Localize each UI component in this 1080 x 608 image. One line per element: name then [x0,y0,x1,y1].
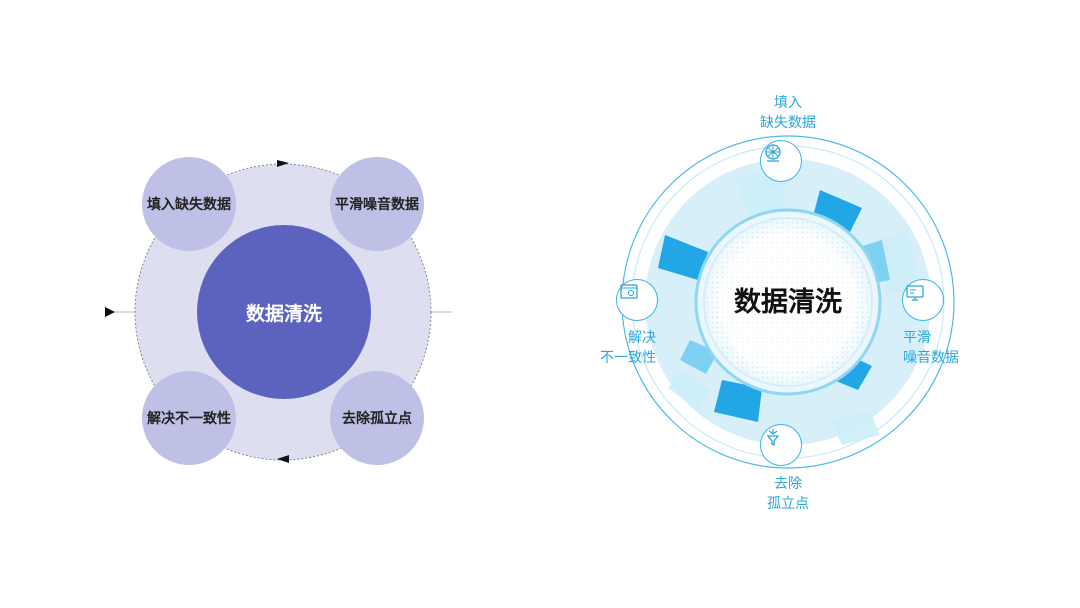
label-resolve-inconsistency: 解决 不一致性 [580,328,656,368]
label-line: 缺失数据 [760,115,816,131]
node-remove-outliers: 去除孤立点 [330,371,424,465]
label-smooth-noise: 平滑 噪音数据 [903,328,983,368]
center-label: 数据清洗 [245,302,322,325]
globe-network-icon [760,140,802,182]
arrow-icon-top [277,160,289,167]
label-line: 去除 [774,476,802,492]
filter-funnel-icon [760,424,802,466]
label-fill-missing: 填入 缺失数据 [740,93,836,133]
node-label: 去除孤立点 [342,411,412,427]
arrow-icon-bottom [277,455,289,463]
node-resolve-inconsistency: 解决不一致性 [142,371,236,465]
label-line: 平滑 [903,330,931,346]
node-label: 填入缺失数据 [147,197,231,213]
arrow-icon-left [105,307,115,317]
label-line: 孤立点 [767,496,809,512]
browser-settings-icon [616,279,658,321]
right-diagram: 数据清洗 填入 缺失数据 平滑 噪音数据 解决 不一致性 [580,90,1000,520]
label-remove-outliers: 去除 孤立点 [740,474,836,514]
center-node: 数据清洗 [197,225,371,399]
node-label: 平滑噪音数据 [335,197,419,213]
monitor-icon [902,279,944,321]
label-line: 填入 [774,95,802,111]
left-diagram: 填入缺失数据 平滑噪音数据 解决不一致性 去除孤立点 数据清洗 [90,140,470,480]
label-line: 不一致性 [600,350,656,366]
label-line: 解决 [628,330,656,346]
node-smooth-noise: 平滑噪音数据 [330,157,424,251]
center-label: 数据清洗 [734,287,842,318]
label-line: 噪音数据 [903,350,959,366]
node-label: 解决不一致性 [147,411,231,427]
node-fill-missing: 填入缺失数据 [142,157,236,251]
